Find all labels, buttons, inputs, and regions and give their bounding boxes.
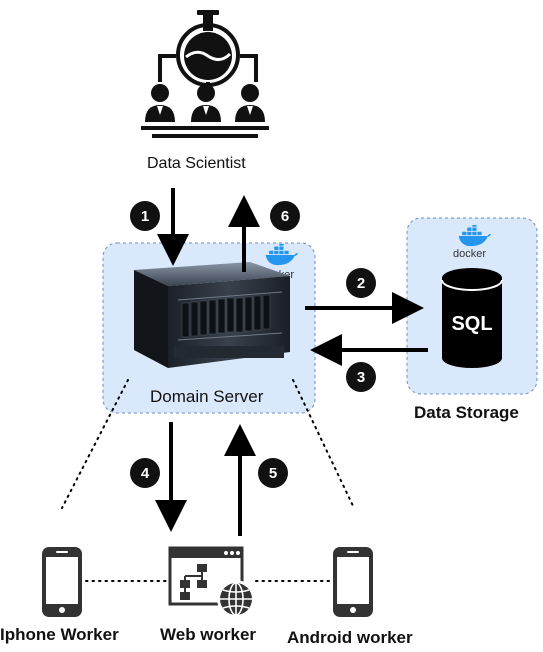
database-icon: SQL — [441, 268, 503, 368]
phone-icon — [333, 547, 373, 617]
dotted-connectors — [61, 379, 355, 582]
iphone-worker-label: Iphone Worker — [0, 625, 119, 644]
flow-arrows — [155, 188, 428, 536]
phone-icon — [42, 547, 82, 617]
step-badge-1: 1 — [130, 201, 160, 231]
step-badge-2: 2 — [346, 268, 376, 298]
step-badge-3: 3 — [346, 362, 376, 392]
step-badge-4: 4 — [130, 458, 160, 488]
android-worker-label: Android worker — [287, 628, 413, 647]
svg-text:SQL: SQL — [451, 313, 492, 335]
server-rack-icon — [134, 262, 290, 368]
domain-server-label: Domain Server — [150, 387, 264, 406]
globe-icon — [217, 580, 255, 618]
step-badge-5: 5 — [258, 458, 288, 488]
step-badge-6: 6 — [270, 201, 300, 231]
web-worker-label: Web worker — [160, 625, 257, 644]
data-storage-label: Data Storage — [414, 403, 519, 422]
svg-text:docker: docker — [453, 248, 486, 260]
scientist-team-icon — [141, 10, 269, 138]
docker-whale-icon: docker — [453, 225, 491, 260]
data-scientist-label: Data Scientist — [147, 155, 246, 172]
